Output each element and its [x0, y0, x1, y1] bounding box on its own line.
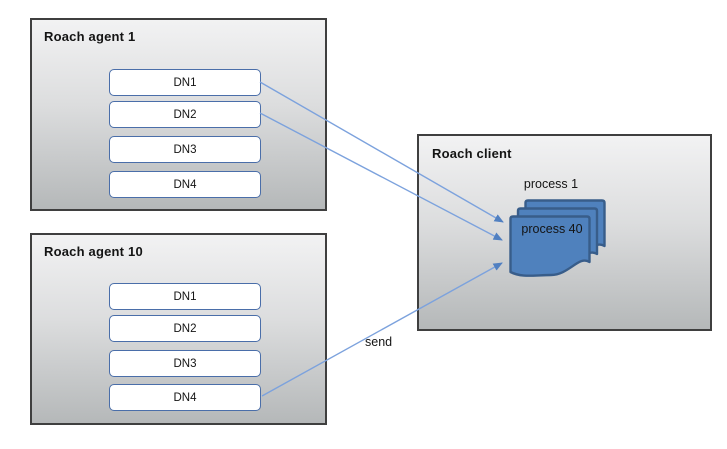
agent10-node-dn1-label: DN1: [173, 290, 197, 303]
roach-client-title: Roach client: [432, 146, 512, 161]
agent1-node-dn4: DN4: [109, 171, 261, 198]
agent1-node-dn1-label: DN1: [173, 76, 197, 89]
roach-agent-10-box: Roach agent 10 DN1 DN2 DN3 DN4: [30, 233, 327, 425]
agent1-node-dn2-label: DN2: [173, 108, 197, 121]
agent10-node-dn3-label: DN3: [173, 357, 197, 370]
process-document-stack: [509, 199, 606, 277]
roach-agent-1-title: Roach agent 1: [44, 29, 136, 44]
agent10-node-dn2-label: DN2: [173, 322, 197, 335]
agent1-node-dn3: DN3: [109, 136, 261, 163]
process-40-label: process 40: [521, 222, 583, 236]
agent1-node-dn4-label: DN4: [173, 178, 197, 191]
agent1-node-dn3-label: DN3: [173, 143, 197, 156]
roach-agent-1-box: Roach agent 1 DN1 DN2 DN3 DN4: [30, 18, 327, 211]
agent10-node-dn4-label: DN4: [173, 391, 197, 404]
roach-client-box: Roach client process 1 process 40: [417, 134, 712, 331]
agent10-node-dn2: DN2: [109, 315, 261, 342]
agent10-node-dn3: DN3: [109, 350, 261, 377]
agent1-node-dn1: DN1: [109, 69, 261, 96]
agent10-node-dn4: DN4: [109, 384, 261, 411]
document-shape-front: [509, 215, 591, 277]
process-1-label: process 1: [523, 177, 579, 191]
send-edge-label: send: [365, 335, 393, 349]
agent1-node-dn2: DN2: [109, 101, 261, 128]
roach-agent-10-title: Roach agent 10: [44, 244, 143, 259]
agent10-node-dn1: DN1: [109, 283, 261, 310]
